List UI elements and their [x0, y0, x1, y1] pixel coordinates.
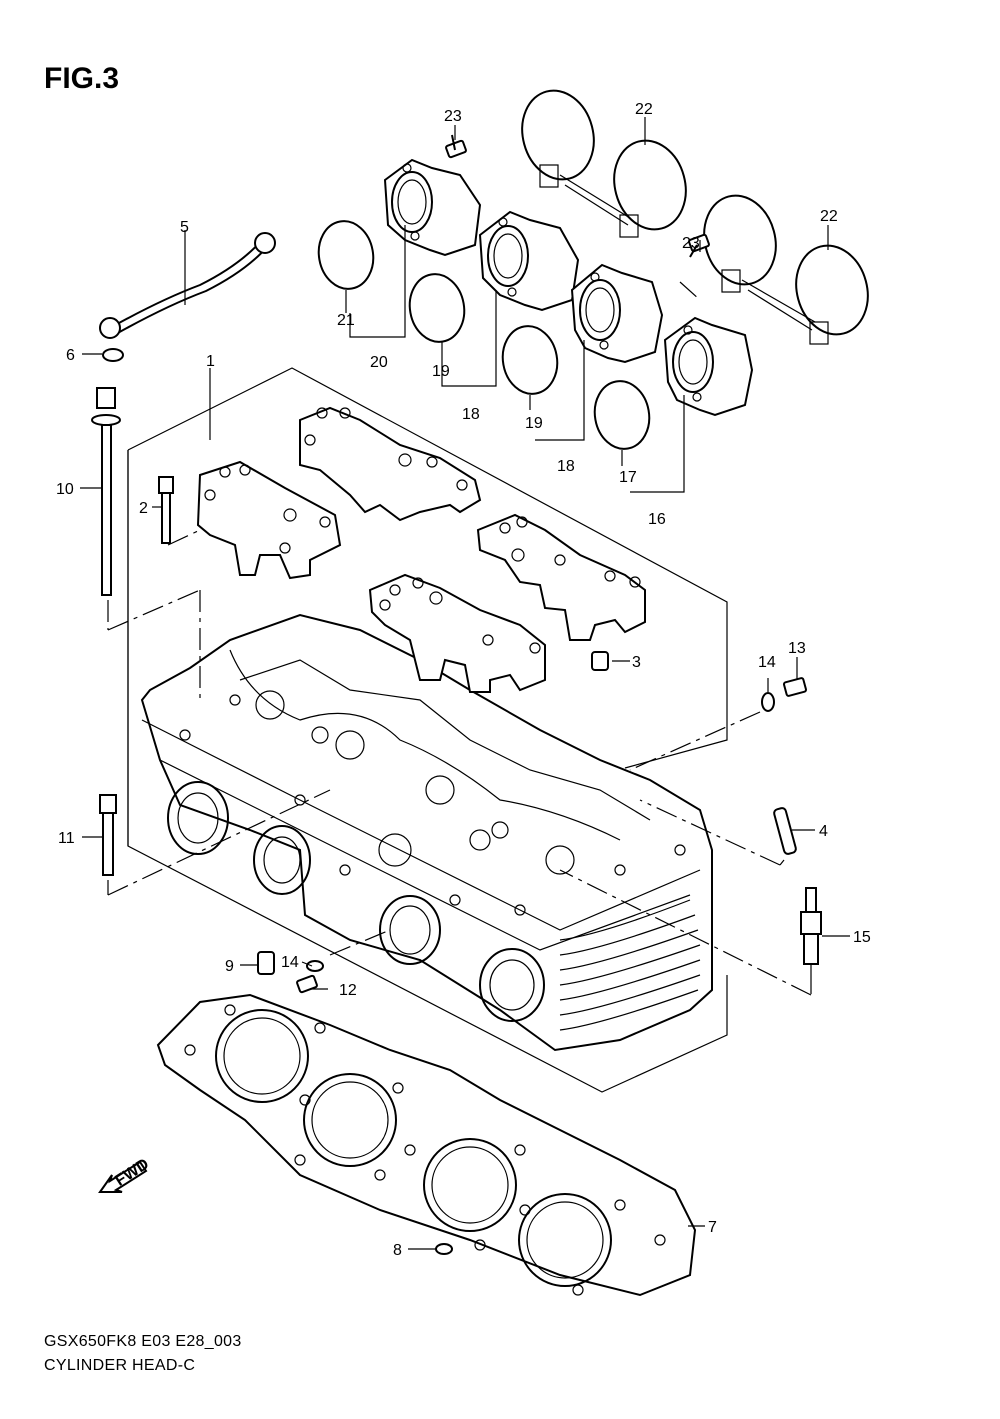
callout-4: 4 [819, 823, 828, 840]
cylinder-head [140, 613, 713, 1052]
fwd-label: FWD [112, 1156, 152, 1190]
callout-19b: 19 [525, 415, 543, 432]
callout-18b: 18 [557, 458, 575, 475]
section-name: CYLINDER HEAD-C [44, 1357, 196, 1374]
screw-23a [445, 134, 467, 159]
washer-8 [435, 1243, 453, 1255]
leader-lines [80, 117, 850, 1250]
callout-12: 12 [339, 982, 357, 999]
fwd-arrow-icon: FWD [98, 1156, 152, 1193]
callout-11: 11 [58, 830, 75, 847]
callout-14b: 14 [281, 954, 299, 971]
cam-holder-1 [196, 460, 342, 580]
cam-holder-3 [368, 573, 546, 693]
spark-plug-15 [800, 887, 822, 972]
washer-14a [761, 692, 775, 712]
assembly-frame [127, 367, 728, 1093]
callout-16: 16 [648, 511, 666, 528]
o-ring-17 [593, 380, 651, 450]
callout-22b: 22 [820, 208, 838, 225]
cam-holder-2 [299, 406, 482, 522]
callout-10: 10 [56, 481, 74, 498]
callout-14a: 14 [758, 654, 776, 671]
callout-19a: 19 [432, 363, 450, 380]
callout-5: 5 [180, 219, 189, 236]
callout-17: 17 [619, 469, 637, 486]
intake-pipe-16 [663, 316, 754, 417]
callout-8: 8 [393, 1242, 402, 1259]
pipe-4 [773, 807, 797, 855]
alignment-lines [107, 281, 812, 996]
o-ring-19b [501, 325, 559, 395]
callout-20: 20 [370, 354, 388, 371]
screw-23b [688, 233, 710, 258]
oil-hose-5 [99, 232, 276, 339]
intake-pipe-20 [383, 158, 482, 257]
cam-holder-4 [476, 513, 646, 641]
callout-23b: 23 [682, 235, 700, 252]
callout-13: 13 [788, 640, 806, 657]
clamp-22b [703, 194, 869, 345]
bolt-2 [158, 476, 174, 544]
callout-21: 21 [337, 312, 355, 329]
clamp-22a [521, 89, 687, 238]
callout-3: 3 [632, 654, 641, 671]
callout-2: 2 [139, 500, 148, 517]
dowel-3 [591, 651, 609, 671]
figure-title: FIG.3 [44, 62, 120, 95]
callout-23a: 23 [444, 108, 462, 125]
dowel-9 [257, 951, 275, 975]
intake-pipe-18a [478, 210, 580, 312]
washer-14b [306, 960, 324, 972]
callout-9: 9 [225, 958, 234, 975]
model-code: GSX650FK8 E03 E28_003 [44, 1333, 242, 1350]
callout-1: 1 [206, 353, 215, 370]
callout-7: 7 [708, 1219, 717, 1236]
bolt-13 [782, 677, 808, 697]
callout-15: 15 [853, 929, 871, 946]
o-ring-19a [408, 273, 466, 343]
head-gasket-7 [156, 993, 697, 1297]
bolt-10 [91, 387, 121, 596]
intake-pipe-18b [570, 263, 664, 364]
bolt-12 [296, 974, 318, 994]
o-ring-21 [317, 220, 375, 290]
callout-6: 6 [66, 347, 75, 364]
callout-18a: 18 [462, 406, 480, 423]
callout-labels: 1 2 3 4 5 6 7 8 9 10 11 12 13 14 14 15 1… [56, 101, 871, 1259]
callout-22a: 22 [635, 101, 653, 118]
bolt-11 [99, 794, 117, 876]
gasket-6 [102, 348, 124, 362]
